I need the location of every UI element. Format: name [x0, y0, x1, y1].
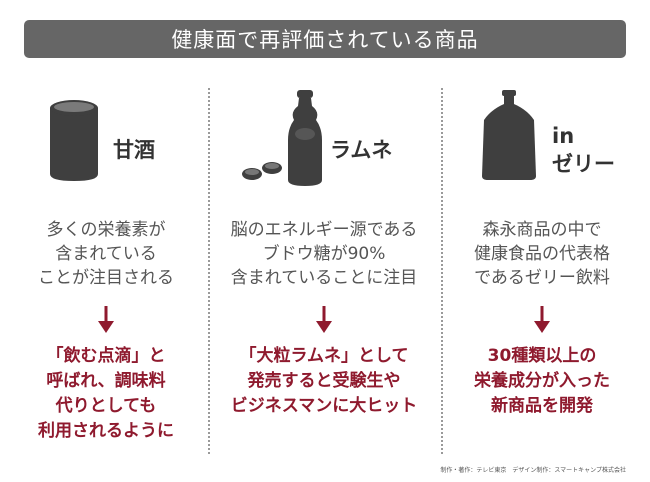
result-in-jelly: 30種類以上の 栄養成分が入った 新商品を開発 — [474, 346, 610, 416]
column-in-jelly: in ゼリー 森永商品の中で 健康食品の代表格 であるゼリー飲料 30種類以上の… — [444, 80, 640, 460]
column-ramune: ラムネ 脳のエネルギー源である ブドウ糖が90% 含まれていることに注目 「大粒… — [226, 80, 422, 460]
credit-text: 制作・著作：テレビ東京 デザイン制作：スマートキャンプ株式会社 — [440, 467, 626, 474]
column-divider — [441, 88, 443, 454]
product-name-in-jelly: in ゼリー — [552, 124, 615, 176]
description-ramune: 脳のエネルギー源である ブドウ糖が90% 含まれていることに注目 — [230, 220, 418, 288]
arrow-down-icon — [534, 306, 550, 333]
can-icon — [50, 100, 98, 181]
product-name-ramune: ラムネ — [330, 138, 393, 162]
result-ramune: 「大粒ラムネ」として 発売すると受験生や ビジネスマンに大ヒット — [230, 346, 418, 416]
product-name-amazake: 甘酒 — [113, 138, 155, 162]
jelly-pouch-icon — [482, 90, 536, 180]
description-in-jelly: 森永商品の中で 健康食品の代表格 であるゼリー飲料 — [474, 220, 610, 288]
arrow-down-icon — [98, 306, 114, 333]
column-divider — [208, 88, 210, 454]
column-amazake: 甘酒 多くの栄養素が 含まれている ことが注目される 「飲む点滴」と 呼ばれ、調… — [8, 80, 204, 460]
title-banner: 健康面で再評価されている商品 — [24, 20, 626, 58]
ramune-bottle-icon — [242, 90, 322, 186]
page-title: 健康面で再評価されている商品 — [171, 28, 479, 52]
arrow-down-icon — [316, 306, 332, 333]
result-amazake: 「飲む点滴」と 呼ばれ、調味料 代りとしても 利用されるように — [38, 346, 174, 441]
description-amazake: 多くの栄養素が 含まれている ことが注目される — [38, 220, 174, 288]
